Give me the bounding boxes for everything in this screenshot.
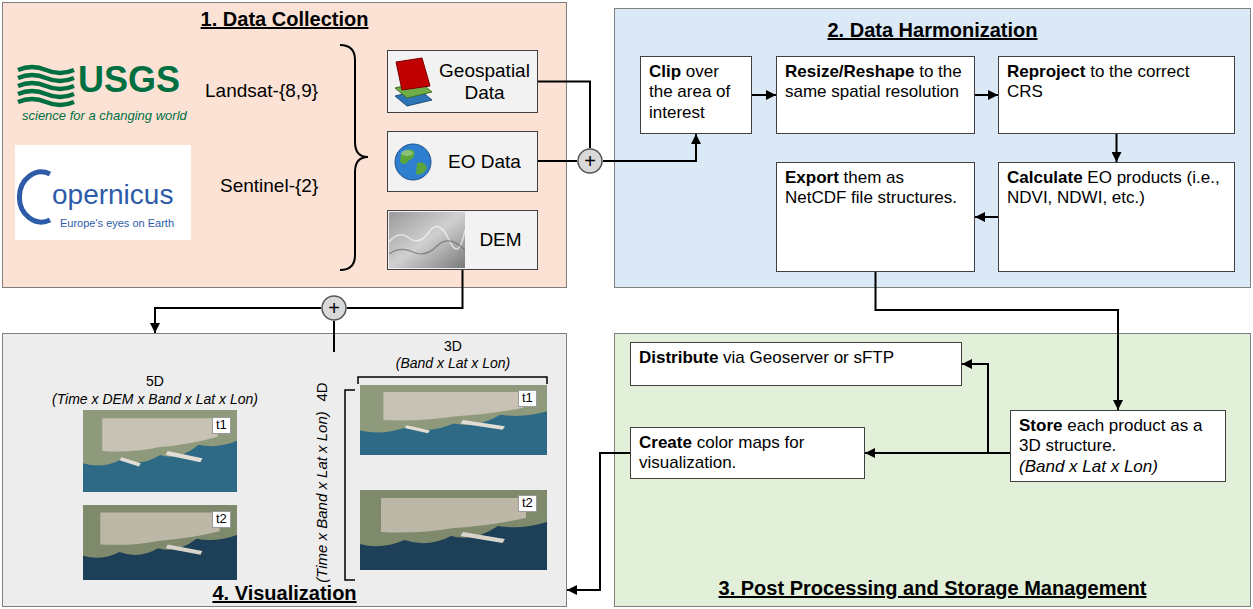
merge-circle: + (321, 295, 347, 321)
merge-circle: + (577, 148, 603, 174)
dimension-label: (Band x Lat x Lon) (396, 355, 510, 371)
box-heading: Distribute (639, 348, 718, 367)
dimension-label: 4D (313, 382, 330, 401)
box-heading: Calculate (1007, 168, 1083, 187)
logo-wave (18, 75, 74, 81)
dimension-label: 3D (444, 338, 462, 354)
operator-symbol: + (584, 151, 596, 171)
process-box: Resize/Reshapeto the same spatial resolu… (776, 56, 975, 134)
source-box: EO Data (387, 131, 538, 192)
dimension-label: 5D (146, 373, 164, 389)
box-heading: Export (785, 168, 839, 187)
process-box: Exportthem as NetCDF file structures. (776, 162, 975, 272)
logo-wave (18, 91, 74, 97)
connector (975, 216, 998, 218)
logo-wave (18, 67, 74, 73)
usgs-logo (18, 67, 74, 105)
connector (975, 94, 998, 96)
connector (865, 452, 1010, 454)
circle-outline (578, 149, 602, 173)
connector (538, 160, 577, 162)
mission-label: Landsat-{8,9} (205, 80, 318, 102)
curly-brace (340, 45, 368, 270)
box-heading: Store (1019, 416, 1062, 435)
satellite-image (83, 505, 237, 580)
time-tag: t2 (212, 511, 231, 528)
satellite-image (360, 490, 547, 570)
box-body: (Band x Lat x Lon) (1019, 457, 1217, 477)
connector (752, 94, 776, 96)
time-tag: t2 (518, 495, 537, 512)
process-box: Clipover the area of interest (640, 56, 752, 134)
process-box: Reprojectto the correct CRS (998, 56, 1235, 134)
stage-panel: 1. Data Collection Geospatial Data EO Da… (2, 2, 567, 288)
box-label: DEM (479, 229, 521, 251)
stage-panel: 3. Post Processing and Storage Managemen… (614, 333, 1251, 607)
layers-icon (390, 52, 436, 112)
time-tag: t1 (518, 390, 537, 407)
highlight (401, 150, 413, 156)
panel-title: 3. Post Processing and Storage Managemen… (719, 577, 1147, 600)
process-box: CalculateEO products (i.e., NDVI, NDWI, … (998, 162, 1235, 272)
ridge (389, 241, 465, 254)
box-label: Geospatial Data (436, 60, 533, 104)
continent (416, 163, 427, 175)
terrain (389, 212, 465, 268)
box-heading: Create (639, 433, 692, 452)
operator-symbol: + (328, 298, 340, 318)
logo-wave (18, 99, 74, 105)
panel-title: 2. Data Harmonization (827, 19, 1037, 42)
box-heading: Resize/Reshape (785, 62, 914, 81)
satellite-image (83, 410, 237, 492)
box-heading: Clip (649, 62, 681, 81)
process-box: Distribute via Geoserver or sFTP (630, 342, 962, 386)
stage-panel: 2. Data HarmonizationClipover the area o… (614, 8, 1251, 288)
connector (962, 364, 1010, 453)
box-body: via Geoserver or sFTP (723, 348, 894, 367)
bracket (345, 390, 355, 580)
ridge (389, 227, 465, 249)
logo-tagline: Europe's eyes on Earth (60, 217, 174, 230)
panel-title: 4. Visualization (212, 582, 356, 605)
process-box: Createcolor maps for visualization. (630, 427, 865, 479)
bracket (358, 377, 547, 384)
terrain-icon (389, 212, 465, 268)
dimension-label: (Time x Band x Lat x Lon) (313, 411, 330, 583)
time-tag: t1 (212, 417, 231, 434)
logo-ground (15, 145, 191, 240)
branch-line (333, 321, 335, 352)
panel-title: 1. Data Collection (201, 8, 369, 31)
connector (538, 82, 590, 149)
logo-arc (19, 172, 50, 222)
logo-wave (18, 83, 74, 89)
satellite-image (360, 385, 547, 455)
circle-outline (322, 296, 346, 320)
connector (347, 270, 463, 308)
connector (567, 453, 630, 590)
copernicus-logo (15, 145, 191, 240)
box-label: EO Data (448, 151, 521, 173)
source-box: Geospatial Data (387, 50, 538, 113)
box-heading: Reproject (1007, 62, 1085, 81)
connector (876, 272, 1119, 410)
connector (1116, 134, 1118, 162)
continent (400, 150, 414, 165)
connectors (155, 82, 1118, 591)
stage-panel: 4. Visualization (2, 333, 567, 607)
source-box: DEM (387, 210, 538, 270)
mission-label: Sentinel-{2} (220, 175, 318, 197)
dimension-label: (Time x DEM x Band x Lat x Lon) (52, 391, 258, 407)
layer (396, 58, 430, 90)
logo-text: USGS (78, 62, 180, 98)
globe-icon (393, 142, 433, 182)
logo-tagline: science for a changing world (22, 109, 187, 124)
globe (395, 144, 431, 180)
logo-text: opernicus (52, 181, 173, 209)
process-box: Storeeach product as a 3D structure.(Ban… (1010, 410, 1226, 482)
connector (603, 134, 696, 161)
connector (155, 308, 321, 333)
